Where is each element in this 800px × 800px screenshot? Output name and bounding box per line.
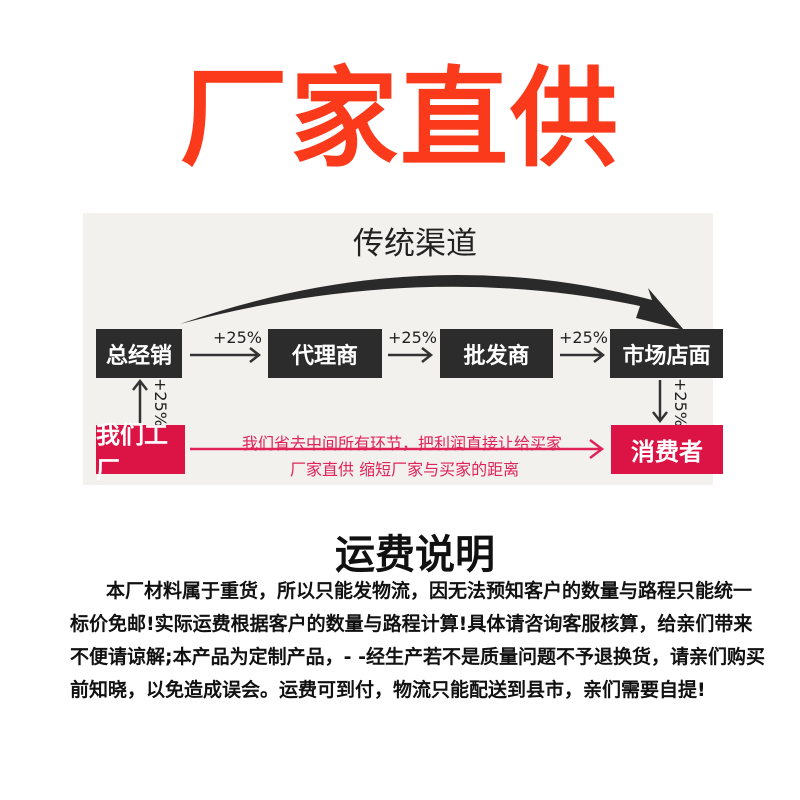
chain-box-agent: 代理商	[268, 329, 382, 378]
shipping-text-line: 不便请谅解;本产品为定制产品，- -经生产若不是质量问题不予退换货，请亲们购买	[70, 646, 765, 668]
consumer-box: 消费者	[611, 425, 723, 474]
arrow-right-icon	[190, 347, 262, 363]
chain-box-general-distributor: 总经销	[96, 329, 182, 378]
arrow-down-icon	[652, 380, 668, 424]
hero-title: 厂家直供	[179, 57, 620, 182]
markup-label: +25%	[388, 328, 437, 347]
factory-box: 我们工厂	[96, 421, 185, 484]
shipping-text-line: 本厂材料属于重货，所以只能发物流，因无法预知客户的数量与路程只能统一	[106, 580, 753, 602]
arrow-right-icon	[560, 347, 606, 363]
shipping-text-line: 前知晓，以免造成误会。运费可到付，物流只能配送到县市，亲们需要自提!	[70, 679, 706, 701]
shipping-title: 运费说明	[335, 532, 495, 578]
markup-label: +25%	[213, 328, 262, 347]
direct-note-top: 我们省去中间所有环节，把利润直接让给买家	[242, 434, 563, 453]
shipping-text-line: 标价免邮!实际运费根据客户的数量与路程计算!具体请咨询客服核算，给亲们带来	[70, 613, 753, 635]
arrow-right-icon	[388, 347, 434, 363]
direct-note-bottom: 厂家直供 缩短厂家与买家的距离	[290, 460, 520, 479]
arrow-up-icon	[132, 378, 148, 425]
chain-box-retail-store: 市场店面	[610, 329, 723, 378]
channel-diagram-panel	[83, 213, 713, 485]
chain-box-wholesaler: 批发商	[440, 329, 553, 378]
arrow-right-icon	[190, 439, 605, 459]
markup-label: +25%	[559, 328, 608, 347]
channel-title: 传统渠道	[353, 226, 477, 262]
curved-arrow-icon	[180, 275, 684, 330]
markup-label: +25%	[671, 378, 690, 427]
